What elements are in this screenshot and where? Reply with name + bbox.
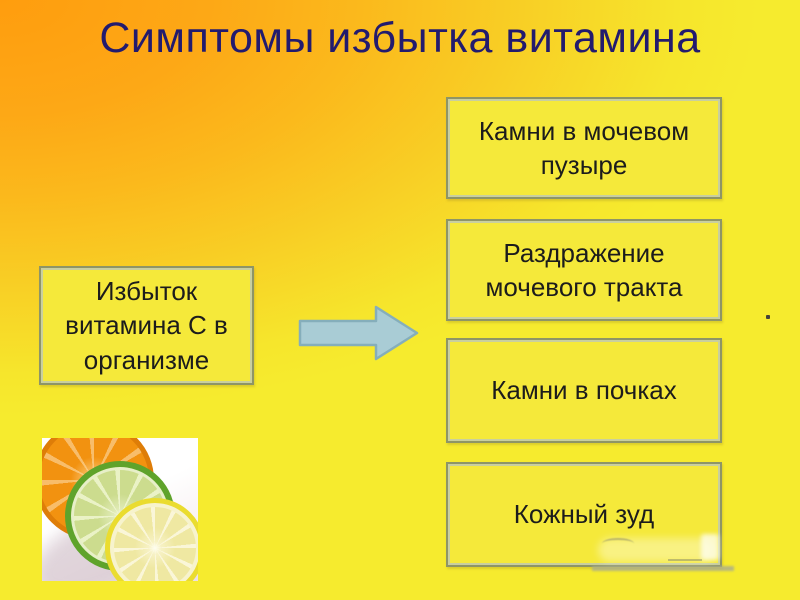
right-block-arrow-icon: [298, 305, 419, 361]
symptom-label: Камни в почках: [491, 375, 677, 406]
symptom-label: Кожный зуд: [513, 499, 655, 530]
symptom-box-skin-itch: Кожный зуд: [446, 462, 722, 567]
citrus-slices-image: [42, 438, 198, 581]
slide-title: Симптомы избытка витамина: [99, 14, 701, 62]
symptom-box-urinary-tract-irritation: Раздражение мочевого тракта: [446, 219, 722, 321]
symptom-box-kidney-stones: Камни в почках: [446, 338, 722, 443]
symptom-label: Камни в мочевом пузыре: [478, 115, 690, 180]
cause-box-label: Избыток витамина С в организме: [65, 276, 228, 375]
speck-artifact: [766, 315, 770, 319]
symptom-box-bladder-stones: Камни в мочевом пузыре: [446, 97, 722, 199]
symptom-label: Раздражение мочевого тракта: [485, 237, 683, 302]
lemon-slice: [105, 498, 198, 581]
cause-box: Избыток витамина С в организме: [39, 266, 254, 385]
